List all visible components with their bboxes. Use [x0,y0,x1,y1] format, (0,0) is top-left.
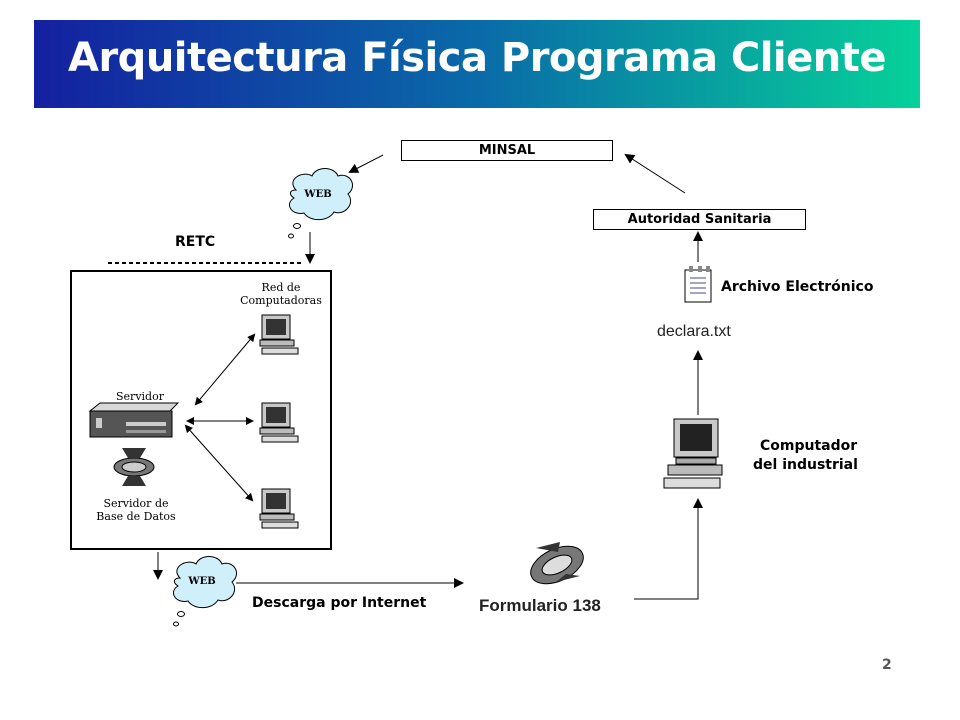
servidor-db-label: Servidor de Base de Datos [86,497,186,523]
computador-label-2: del industrial [753,457,858,473]
minsal-box: MINSAL [401,140,613,161]
retc-frame [70,262,332,550]
network-computer-1-icon [259,314,299,355]
descarga-label: Descarga por Internet [252,595,427,611]
red-label-1: Red de [261,281,301,294]
page-number: 2 [882,657,892,673]
autoridad-box: Autoridad Sanitaria [593,209,806,230]
arrow-formulario-to-computer [634,498,703,600]
industrial-computer-icon [663,418,723,489]
net-arrow-3 [184,424,254,502]
page-title: Arquitectura Física Programa Cliente [68,35,887,81]
database-icon [113,448,155,486]
minsal-label: MINSAL [478,143,536,158]
arrow-autoridad-to-minsal [624,153,686,194]
archivo-label: Archivo Electrónico [721,279,874,295]
formulario-disk-icon [530,542,584,585]
document-icon [684,266,712,303]
web-top-label: WEB [303,189,331,200]
servidor-label: Servidor [116,390,164,403]
network-computer-2-icon [259,402,299,443]
title-banner: Arquitectura Física Programa Cliente [34,20,920,108]
red-label: Red de Computadoras [236,281,326,307]
retc-label: RETC [175,234,216,250]
web-bottom-label: WEB [187,576,215,587]
web-cloud-bottom: WEB [173,556,237,627]
formulario-label: Formulario 138 [479,596,601,615]
autoridad-label: Autoridad Sanitaria [627,212,772,227]
servidor-db-label-1: Servidor de [103,497,169,510]
network-computer-3-icon [259,488,299,529]
web-cloud-top: WEB [288,168,353,239]
file-label: declara.txt [657,323,731,340]
servidor-db-label-2: Base de Datos [96,510,176,523]
arrow-minsal-to-web [348,154,384,173]
red-label-2: Computadoras [240,294,322,307]
server-icon [88,402,180,438]
computador-label-1: Computador [760,438,858,454]
net-arrow-1 [194,333,256,406]
